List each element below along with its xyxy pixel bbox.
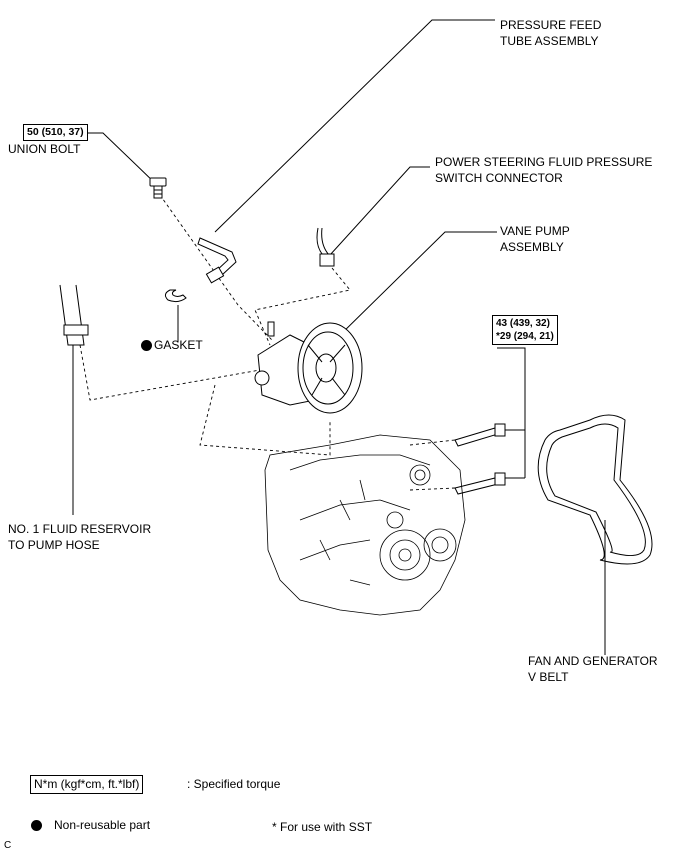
dash-hose xyxy=(79,344,261,401)
legend-sst-label: * For use with SST xyxy=(272,820,373,834)
pump-bolt-torque-line1: 43 (439, 32) xyxy=(496,318,550,329)
vane-pump-part xyxy=(254,321,363,414)
leader-vane-pump xyxy=(334,231,497,341)
pressure-feed-label-line2: TUBE ASSEMBLY xyxy=(500,34,599,48)
v-belt-part xyxy=(537,414,653,565)
gasket-label: GASKET xyxy=(154,338,203,352)
switch-connector-part xyxy=(316,227,335,267)
union-bolt-torque-box: 50 (510, 37) xyxy=(23,124,88,141)
v-belt-label-line1: FAN AND GENERATOR xyxy=(528,654,658,668)
corner-code: C xyxy=(4,840,12,851)
legend-torque-desc: : Specified torque xyxy=(187,777,281,791)
vane-pump-label-line1: VANE PUMP xyxy=(500,224,570,238)
legend-torque-box: N*m (kgf*cm, ft.*lbf) xyxy=(30,775,144,794)
pressure-feed-label-line1: PRESSURE FEED xyxy=(500,18,602,32)
union-bolt-part xyxy=(149,177,167,199)
v-belt-label-line2: V BELT xyxy=(528,670,569,684)
legend-nonreusable-label: Non-reusable part xyxy=(54,818,151,832)
ps-switch-label-line2: SWITCH CONNECTOR xyxy=(435,171,563,185)
leader-pressure-feed xyxy=(214,19,495,233)
vane-pump-label-line2: ASSEMBLY xyxy=(500,240,564,254)
dash-switch xyxy=(254,267,351,346)
dash-pump-left xyxy=(199,384,331,456)
dash-union-bolt xyxy=(159,194,273,341)
leader-union-bolt xyxy=(80,132,158,186)
leader-bolts xyxy=(497,347,526,431)
nonreusable-dot-icon xyxy=(141,340,152,351)
union-bolt-label: UNION BOLT xyxy=(8,142,81,156)
legend-nonreusable-dot-icon xyxy=(31,820,42,831)
pump-bolt-torque-line2: *29 (294, 21) xyxy=(496,331,554,342)
ps-switch-label-line1: POWER STEERING FLUID PRESSURE xyxy=(435,155,653,169)
reservoir-hose-part xyxy=(59,284,89,346)
pressure-feed-tube-part xyxy=(197,237,237,284)
gasket-part xyxy=(164,289,187,303)
engine-block-part xyxy=(264,434,466,616)
leader-ps-switch xyxy=(329,166,430,256)
pump-bolt-torque-box: 43 (439, 32) *29 (294, 21) xyxy=(492,315,558,345)
reservoir-hose-label-line2: TO PUMP HOSE xyxy=(8,538,100,552)
pump-bolts-part xyxy=(454,423,506,495)
reservoir-hose-label-line1: NO. 1 FLUID RESERVOIR xyxy=(8,522,152,536)
